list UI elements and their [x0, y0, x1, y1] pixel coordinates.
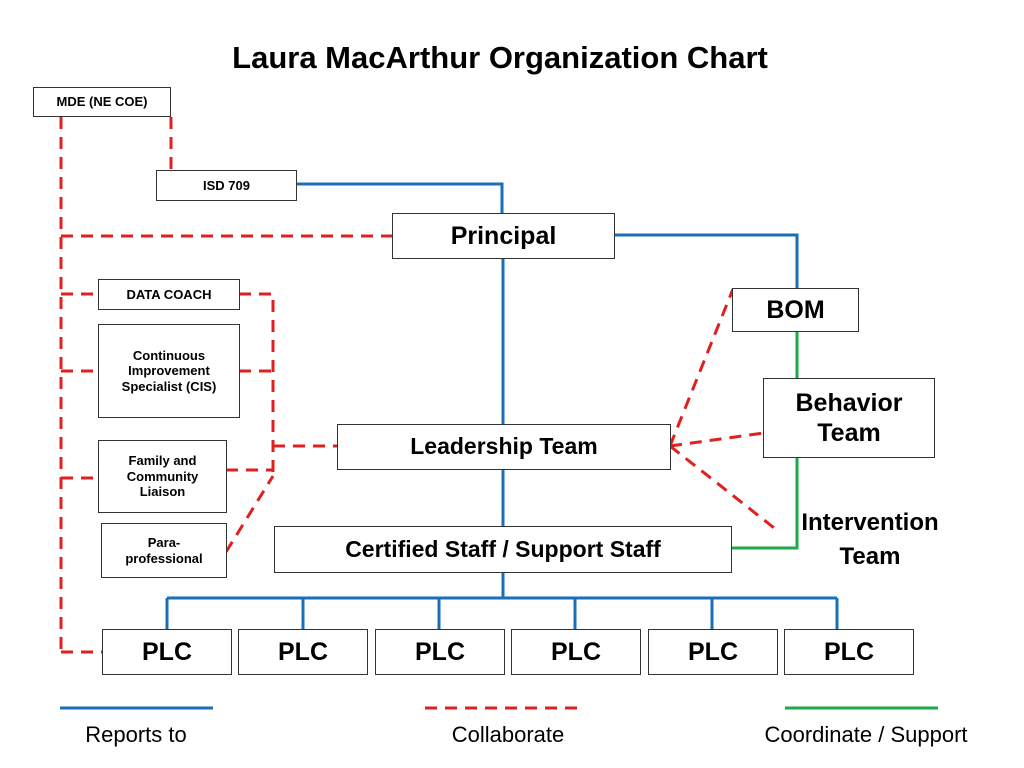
node-leadership-team: Leadership Team: [337, 424, 671, 470]
node-plc-6-label: PLC: [824, 638, 874, 666]
reports-to-lines: [165, 182, 839, 630]
legend-label-collaborate: Collaborate: [451, 722, 565, 747]
chart-title: Laura MacArthur Organization Chart: [232, 40, 768, 75]
principal-to-bom-line: [614, 233, 799, 289]
collaborate-lines: [59, 117, 779, 654]
node-plc-5: PLC: [648, 629, 778, 675]
node-plc-5-label: PLC: [688, 638, 738, 666]
node-principal-label: Principal: [450, 222, 557, 250]
node-staff: Certified Staff / Support Staff: [274, 526, 732, 573]
leadership-to-intervention-line: [669, 444, 779, 533]
legend-label-coordinate: Coordinate / Support: [764, 722, 968, 747]
legend-label-reports-to: Reports to: [85, 722, 187, 747]
node-isd: ISD 709: [156, 170, 297, 201]
node-plc-3: PLC: [375, 629, 505, 675]
node-liaison: Family and Community Liaison: [98, 440, 227, 513]
node-bom-label: BOM: [766, 296, 825, 324]
node-cis: Continuous Improvement Specialist (CIS): [98, 324, 240, 418]
node-data-coach-label: DATA COACH: [126, 286, 212, 302]
para-to-bracket-line: [224, 475, 275, 553]
node-plc-2: PLC: [238, 629, 368, 675]
node-bom: BOM: [732, 288, 859, 332]
node-para: Para-professional: [101, 523, 227, 578]
isd-to-principal-line: [296, 182, 504, 214]
node-plc-1: PLC: [102, 629, 232, 675]
node-cis-label: Continuous Improvement Specialist (CIS): [121, 347, 217, 394]
node-behavior-team: Behavior Team: [763, 378, 935, 458]
node-mde-label: MDE (NE COE): [56, 94, 148, 110]
node-plc-3-label: PLC: [415, 638, 465, 666]
leadership-to-behavior-line: [669, 431, 765, 448]
node-data-coach: DATA COACH: [98, 279, 240, 310]
leadership-to-bom-line: [668, 288, 735, 447]
node-behavior-team-label: Behavior Team: [795, 389, 903, 447]
node-intervention-team: Intervention Team: [801, 509, 939, 570]
node-plc-6: PLC: [784, 629, 914, 675]
support-staff-bracket-line: [239, 292, 275, 478]
node-plc-1-label: PLC: [142, 638, 192, 666]
node-mde: MDE (NE COE): [33, 87, 171, 117]
node-liaison-label: Family and Community Liaison: [126, 453, 199, 500]
node-plc-4: PLC: [511, 629, 641, 675]
node-plc-2-label: PLC: [278, 638, 328, 666]
node-para-label: Para-professional: [125, 534, 203, 566]
node-plc-4-label: PLC: [551, 638, 601, 666]
node-isd-label: ISD 709: [203, 177, 250, 193]
node-leadership-team-label: Leadership Team: [410, 433, 598, 460]
node-staff-label: Certified Staff / Support Staff: [345, 535, 661, 562]
node-principal: Principal: [392, 213, 615, 259]
